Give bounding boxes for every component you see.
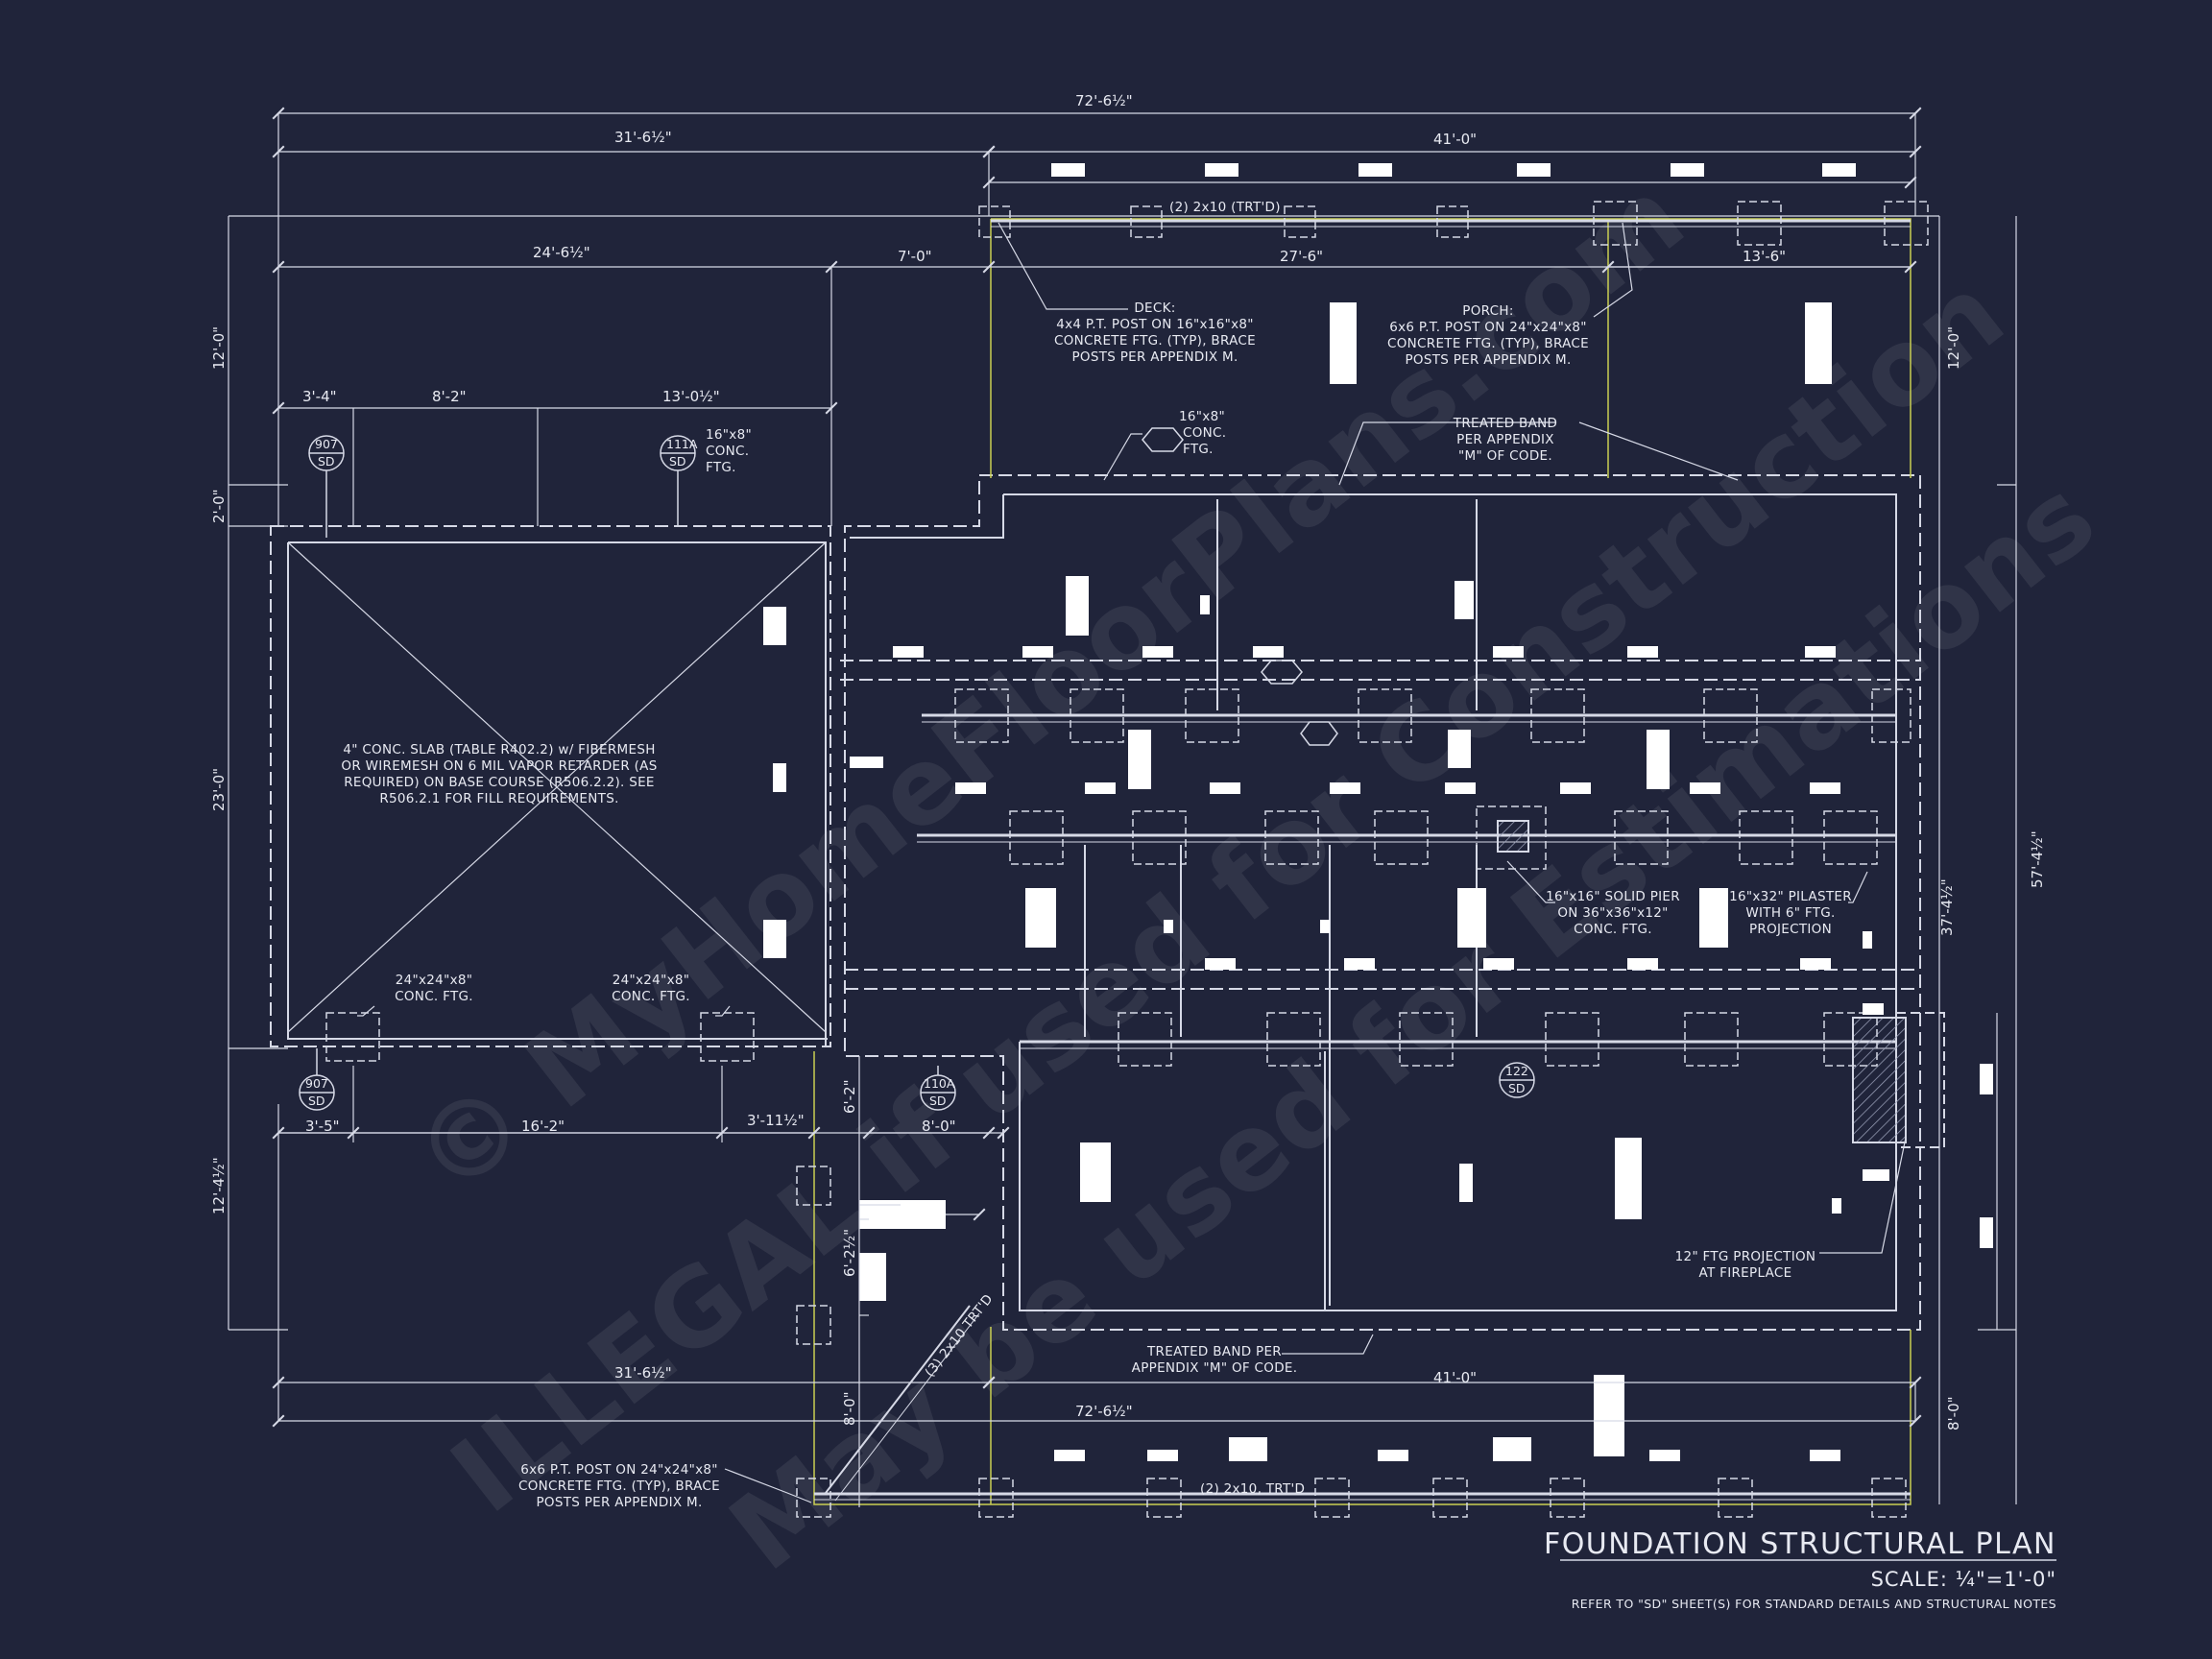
tag-1-sheet: SD — [318, 454, 335, 469]
treated-band-bottom-2: APPENDIX "M" OF CODE. — [1132, 1360, 1298, 1376]
ftg-small2-note-3: FTG. — [1183, 442, 1214, 457]
plan-title: FOUNDATION STRUCTURAL PLAN — [1544, 1527, 2056, 1561]
deck-note-3: CONCRETE FTG. (TYP), BRACE — [1054, 333, 1256, 349]
dim-main-depth: 37'-4½" — [1938, 878, 1956, 936]
dim-lower-left: 12'-4½" — [210, 1157, 228, 1214]
solid-pier-2: ON 36"x36"x12" — [1557, 905, 1668, 921]
slab-note-1: 4" CONC. SLAB (TABLE R402.2) w/ FIBERMES… — [343, 742, 655, 757]
tag-4-num: 110A — [924, 1076, 955, 1091]
leader-lines — [357, 222, 1907, 1503]
dimension-text: 72'-6½" 31'-6½" 41'-0" 24'-6½" 7'-0" 27'… — [210, 92, 2046, 1431]
dim-bot-4: 8'-0" — [922, 1118, 956, 1135]
pilaster-2: WITH 6" FTG. — [1745, 905, 1835, 921]
dim-porch-span: 13'-6" — [1743, 248, 1786, 265]
treated-band-top-1: TREATED BAND — [1453, 416, 1557, 431]
ftg-small-note-2: CONC. — [706, 444, 749, 459]
solid-pier-1: 16"x16" SOLID PIER — [1546, 889, 1680, 904]
dim-stair-3: 8'-0" — [841, 1391, 858, 1426]
treated-band-bottom-1: TREATED BAND PER — [1146, 1344, 1282, 1359]
dim-overall-width-bottom: 72'-6½" — [1075, 1403, 1133, 1420]
treated-band-top-2: PER APPENDIX — [1456, 432, 1554, 447]
ftg24-left-2: CONC. FTG. — [395, 989, 473, 1004]
dim-right-top: 12'-0" — [1945, 326, 1962, 370]
tag-3-sheet: SD — [308, 1094, 325, 1108]
dim-bot-1: 3'-5" — [305, 1118, 340, 1135]
slab-note-4: R506.2.1 FOR FILL REQUIREMENTS. — [379, 791, 618, 806]
tag-4-sheet: SD — [929, 1094, 947, 1108]
ftg-small2-note-2: CONC. — [1183, 425, 1226, 441]
beam-lines — [814, 219, 1911, 1501]
title-block: FOUNDATION STRUCTURAL PLAN SCALE: ¼"=1'-… — [1544, 1527, 2056, 1611]
dim-ftg-1: 3'-4" — [302, 388, 337, 405]
fireplace-2: AT FIREPLACE — [1699, 1265, 1792, 1281]
dim-deck-span: 27'-6" — [1280, 248, 1323, 265]
fireplace-1: 12" FTG PROJECTION — [1675, 1249, 1816, 1264]
beam-top-note: (2) 2x10 (TRT'D) — [1169, 200, 1281, 215]
dim-right-wing-bottom: 41'-0" — [1433, 1369, 1477, 1386]
solid-pier-3: CONC. FTG. — [1574, 922, 1652, 937]
dim-overall-width: 72'-6½" — [1075, 92, 1133, 109]
porch-note-3: CONCRETE FTG. (TYP), BRACE — [1387, 336, 1589, 351]
ftg24-right-1: 24"x24"x8" — [613, 973, 690, 988]
foundation-walls — [270, 218, 1945, 1505]
dim-top-depth: 12'-0" — [210, 326, 228, 370]
porch-note-4: POSTS PER APPENDIX M. — [1405, 352, 1571, 368]
deck-note-1: DECK: — [1134, 301, 1175, 316]
post-bottom-3: POSTS PER APPENDIX M. — [536, 1495, 702, 1510]
post-bottom-2: CONCRETE FTG. (TYP), BRACE — [518, 1479, 720, 1494]
dim-garage-width: 24'-6½" — [533, 244, 590, 261]
deck-note-4: POSTS PER APPENDIX M. — [1071, 349, 1238, 365]
dim-bot-2: 16'-2" — [521, 1118, 565, 1135]
dim-right-wing: 41'-0" — [1433, 131, 1477, 148]
dim-garage-depth: 23'-0" — [210, 768, 228, 811]
porch-note-1: PORCH: — [1462, 303, 1513, 319]
dim-step: 2'-0" — [210, 489, 228, 523]
tag-5-num: 122 — [1505, 1064, 1528, 1078]
pilaster-3: PROJECTION — [1749, 922, 1832, 937]
tag-2-num: 111A — [666, 437, 698, 451]
ftg24-left-1: 24"x24"x8" — [396, 973, 473, 988]
tag-1-num: 907 — [315, 437, 338, 451]
beam-bottom-note: (2) 2x10, TRT'D — [1200, 1481, 1305, 1497]
slab-note-3: REQUIRED) ON BASE COURSE (R506.2.2). SEE — [344, 775, 655, 790]
ftg24-right-2: CONC. FTG. — [612, 989, 690, 1004]
tag-3-num: 907 — [305, 1076, 328, 1091]
dimension-lines — [228, 107, 2017, 1507]
dim-stair-2: 6'-2½" — [841, 1229, 858, 1277]
deck-note-2: 4x4 P.T. POST ON 16"x16"x8" — [1056, 317, 1254, 332]
dim-bot-3: 3'-11½" — [747, 1112, 805, 1129]
ftg-small-note-3: FTG. — [706, 460, 736, 475]
dim-left-wing-bottom: 31'-6½" — [614, 1364, 672, 1382]
dim-gap: 7'-0" — [898, 248, 932, 265]
dim-right-bot: 8'-0" — [1945, 1396, 1962, 1431]
dim-overall-depth: 57'-4½" — [2029, 830, 2046, 888]
tag-2-sheet: SD — [669, 454, 686, 469]
dim-ftg-3: 13'-0½" — [662, 388, 720, 405]
dim-left-wing: 31'-6½" — [614, 129, 672, 146]
hex-markers — [1142, 427, 1338, 746]
treated-band-top-3: "M" OF CODE. — [1458, 448, 1552, 464]
porch-note-2: 6x6 P.T. POST ON 24"x24"x8" — [1389, 320, 1587, 335]
slab-note-2: OR WIREMESH ON 6 MIL VAPOR RETARDER (AS — [341, 758, 657, 774]
post-bottom-1: 6x6 P.T. POST ON 24"x24"x8" — [520, 1462, 718, 1478]
detail-tags — [299, 435, 1535, 1111]
pilaster-1: 16"x32" PILASTER — [1729, 889, 1852, 904]
ftg-small-note-1: 16"x8" — [706, 427, 752, 443]
annotations: (2) 2x10 (TRT'D) (2) 2x10, TRT'D (3) 2x1… — [341, 200, 1851, 1510]
ftg-small2-note-1: 16"x8" — [1179, 409, 1225, 424]
reference-note: REFER TO "SD" SHEET(S) FOR STANDARD DETA… — [1572, 1597, 2056, 1611]
dim-stair-1: 6'-2" — [841, 1079, 858, 1114]
footings — [325, 201, 1929, 1518]
plan-scale: SCALE: ¼"=1'-0" — [1871, 1568, 2056, 1591]
dim-ftg-2: 8'-2" — [432, 388, 467, 405]
tag-5-sheet: SD — [1508, 1081, 1526, 1095]
detail-tag-text: 907 SD 111A SD 907 SD 110A SD 122 SD — [305, 437, 1528, 1108]
